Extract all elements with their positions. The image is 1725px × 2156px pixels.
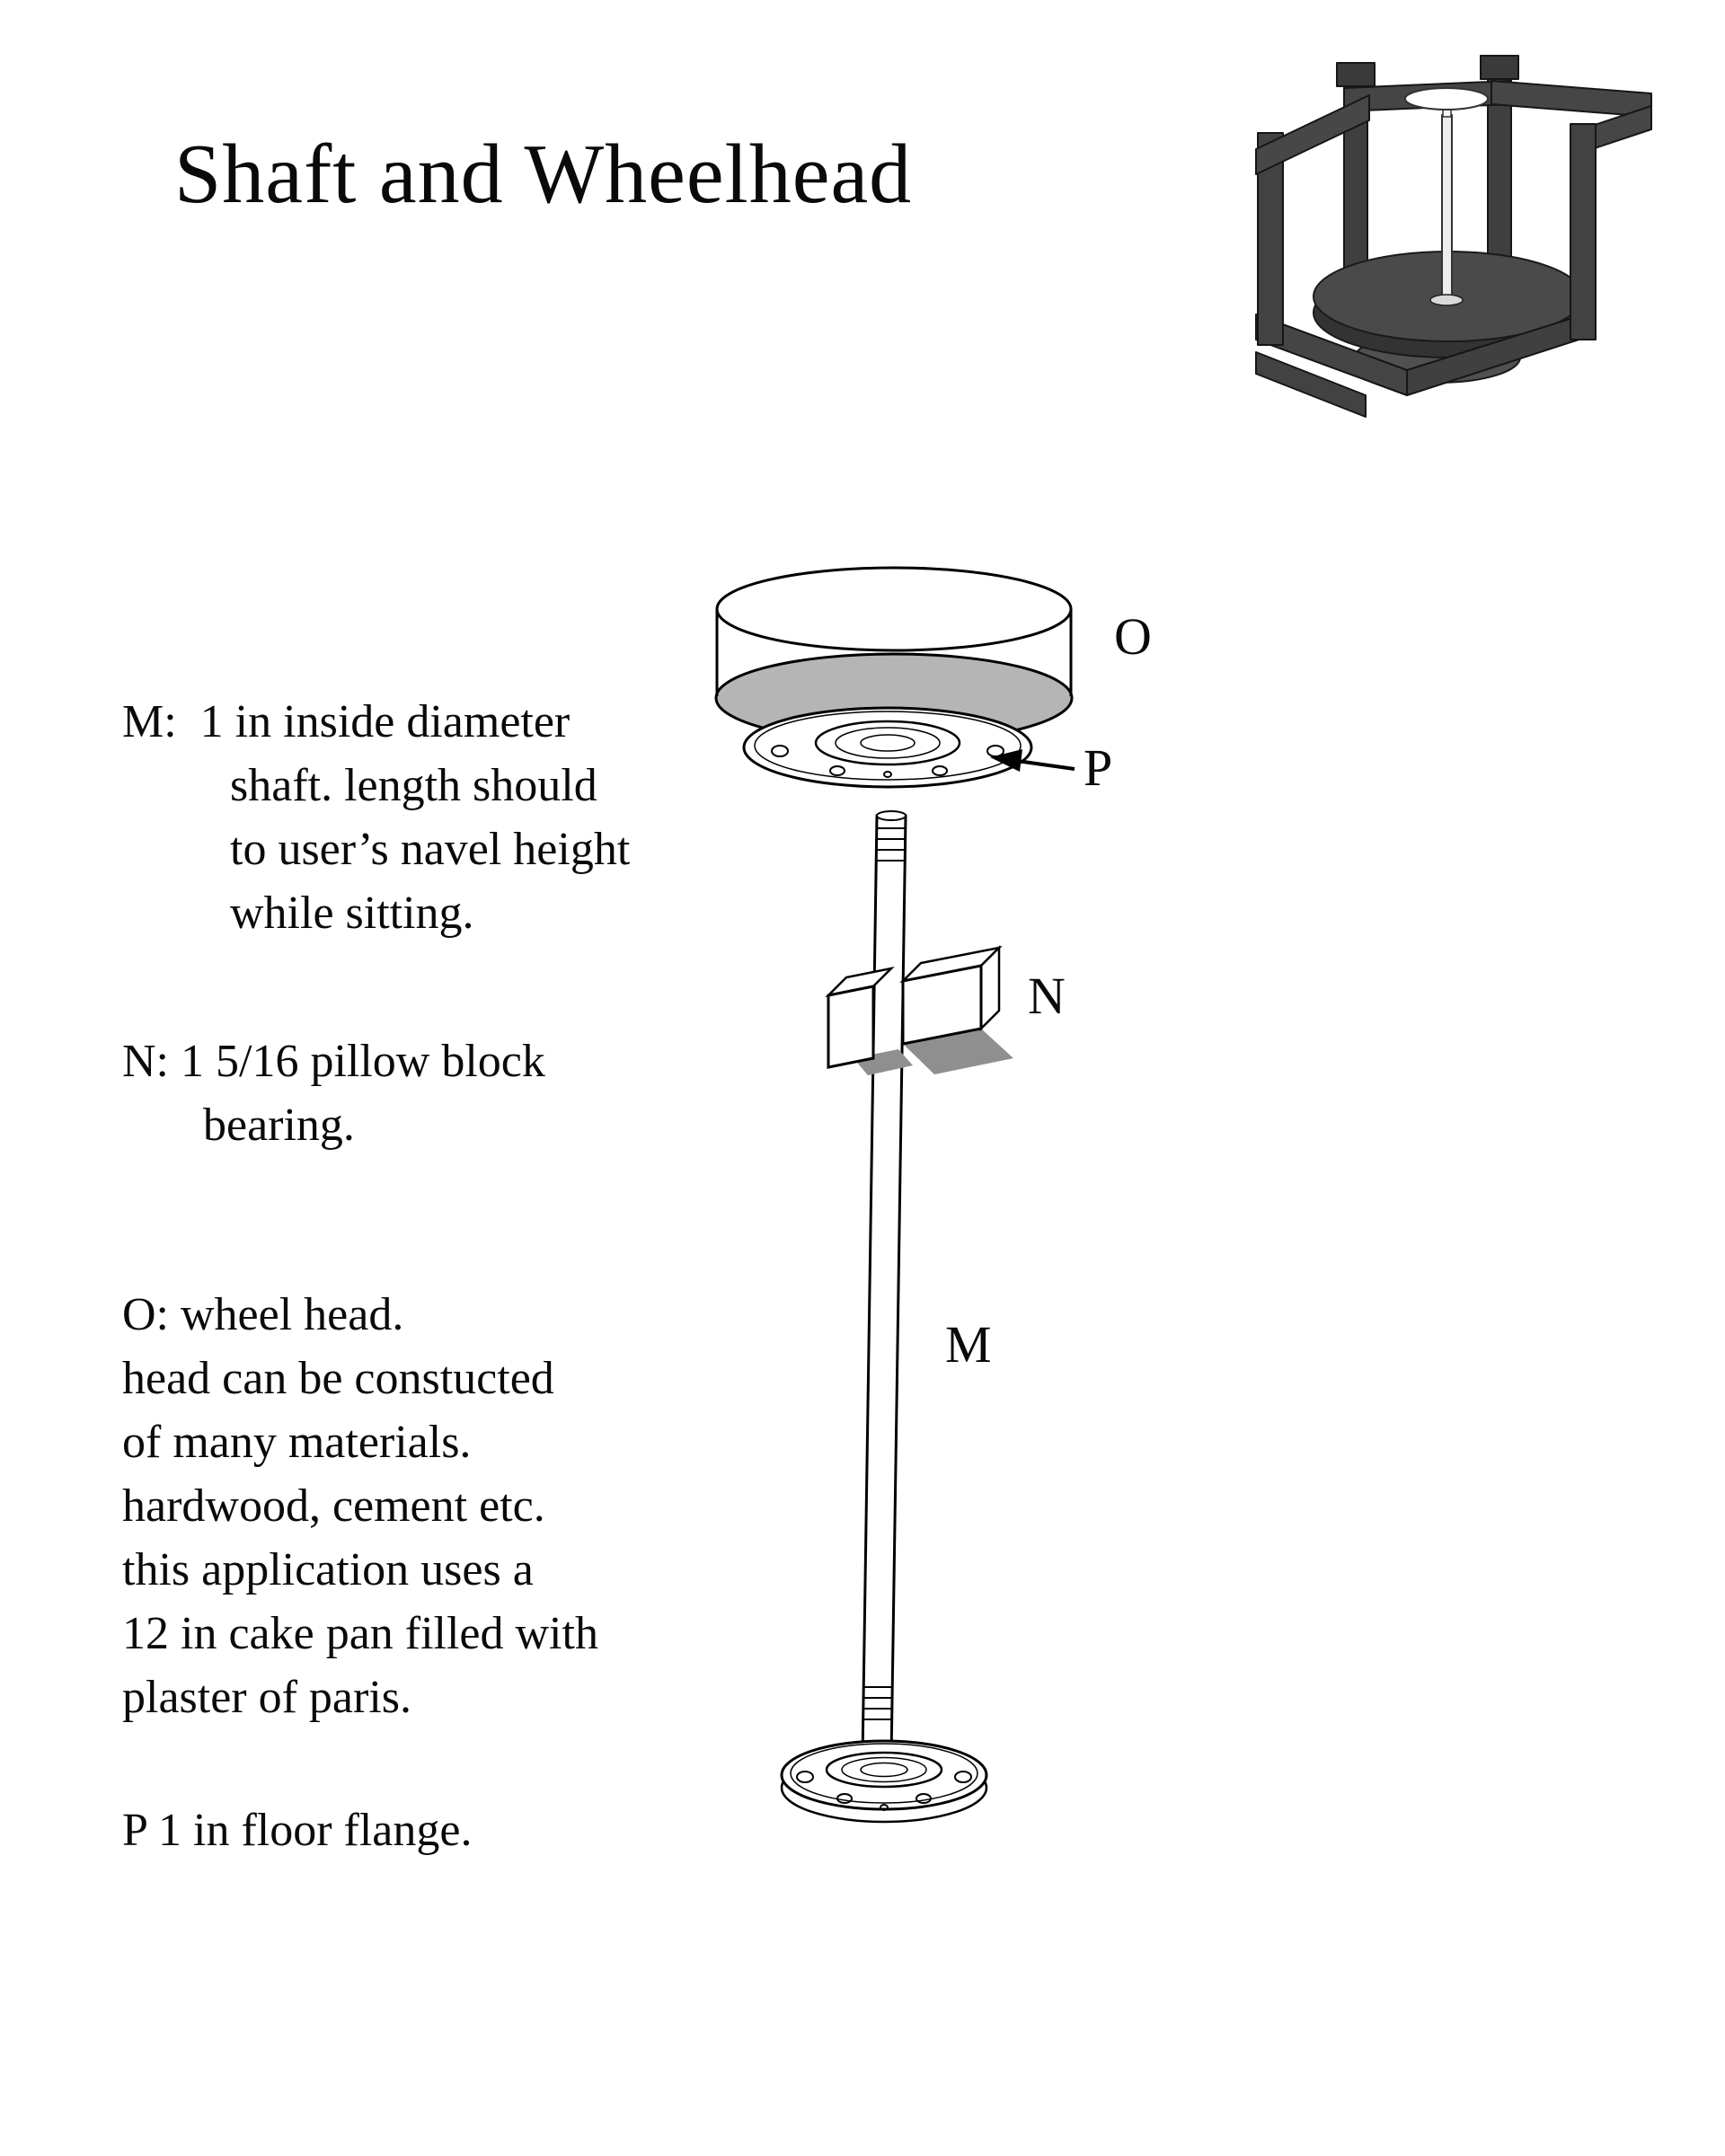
note-p-line-1: P 1 in floor flange.: [122, 1805, 473, 1856]
bolt-hole: [932, 765, 948, 776]
label-m: M: [945, 1315, 992, 1374]
frame-post-cap: [1336, 62, 1376, 87]
label-o: O: [1114, 607, 1152, 666]
assembled-wheel-illustration: [1255, 55, 1652, 418]
mini-collar: [1429, 294, 1464, 306]
note-n-line-1: N: 1 5/16 pillow block: [122, 1036, 545, 1087]
shaft-flange: [742, 706, 1033, 789]
note-o-line-6: 12 in cake pan filled with: [122, 1608, 598, 1659]
p-arrow: [990, 749, 1075, 772]
page-title: Shaft and Wheelhead: [174, 128, 913, 221]
label-n: N: [1028, 967, 1066, 1025]
frame-post-cap: [1480, 55, 1519, 80]
frame-leg: [1570, 123, 1597, 340]
bolt-hole: [829, 765, 845, 776]
note-m-line-2: shaft. length should: [230, 760, 597, 811]
set-screw-dot: [880, 1804, 889, 1811]
floor-flange: [780, 1739, 988, 1824]
shaft-top-cap: [876, 810, 907, 821]
bolt-hole: [954, 1771, 972, 1783]
note-m-line-1: M: 1 in inside diameter: [122, 696, 571, 747]
bearing-shadow: [903, 1029, 1013, 1074]
note-o-line-5: this application uses a: [122, 1544, 534, 1595]
note-bearing-n: N: 1 5/16 pillow block bearing.: [122, 1029, 545, 1157]
note-o-line-2: head can be constucted: [122, 1353, 554, 1404]
bolt-hole: [771, 745, 789, 757]
bolt-hole: [916, 1793, 932, 1804]
mini-shaft: [1441, 114, 1453, 299]
note-o-line-7: plaster of paris.: [122, 1672, 412, 1723]
mini-wheelhead: [1404, 87, 1489, 110]
shaft: [861, 810, 907, 1761]
note-o-line-4: hardwood, cement etc.: [122, 1480, 545, 1532]
note-m-line-4: while sitting.: [230, 888, 474, 939]
note-m-line-3: to user’s navel height: [230, 824, 631, 875]
set-screw-dot: [883, 771, 892, 778]
frame-rail: [1491, 80, 1652, 118]
note-o-line-3: of many materials.: [122, 1417, 472, 1468]
frame-rail: [1255, 94, 1370, 175]
pillow-block-bearing: [825, 944, 1013, 1075]
bolt-hole: [796, 1771, 814, 1783]
bolt-hole: [836, 1793, 853, 1804]
drum-top: [715, 566, 1073, 652]
note-wheelhead-o: O: wheel head. head can be constucted of…: [122, 1283, 598, 1729]
arrowhead: [990, 749, 1022, 772]
wheelhead-drum: [714, 566, 1074, 744]
note-n-line-2: bearing.: [203, 1100, 355, 1151]
note-shaft-m: M: 1 in inside diameter shaft. length sh…: [122, 690, 630, 945]
note-o-line-1: O: wheel head.: [122, 1289, 404, 1340]
label-p: P: [1084, 738, 1112, 797]
note-flange-p: P 1 in floor flange.: [122, 1798, 472, 1862]
frame-rail: [1255, 351, 1367, 418]
